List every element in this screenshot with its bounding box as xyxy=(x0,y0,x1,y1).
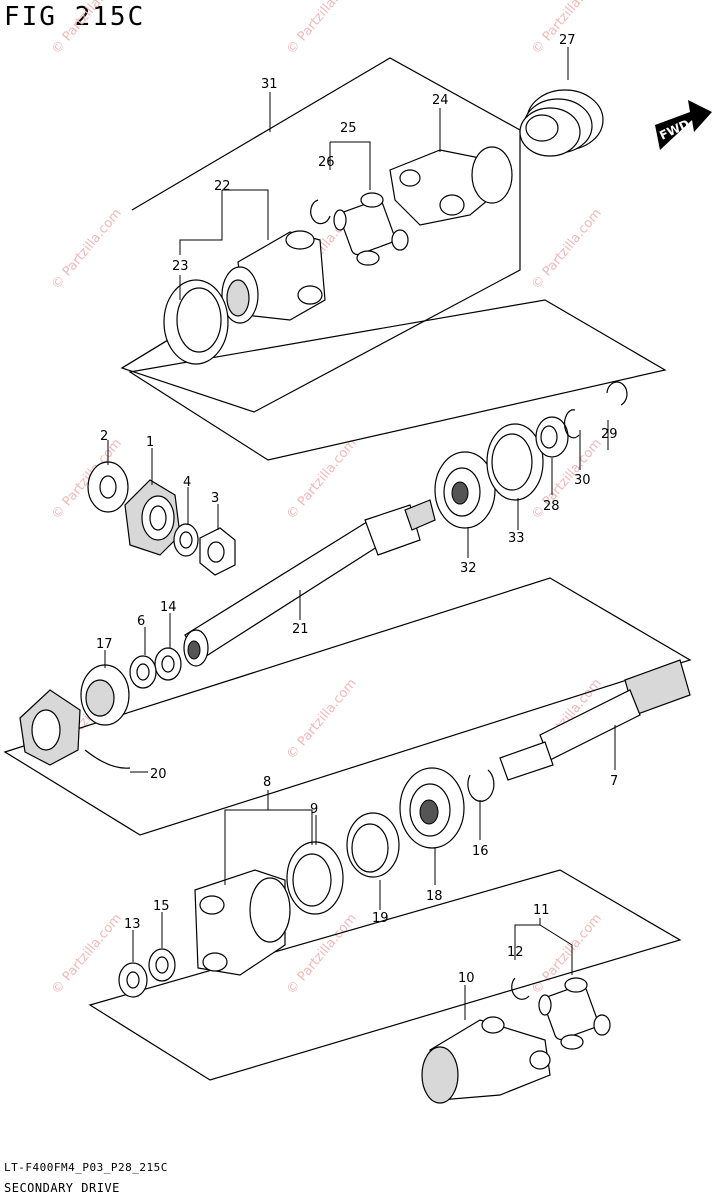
callout-17: 17 xyxy=(96,637,113,652)
callout-33: 33 xyxy=(508,531,525,546)
part-23-yoke xyxy=(221,230,326,324)
watermark-text: © Partzilla.com xyxy=(284,911,360,997)
callout-19: 19 xyxy=(372,911,389,926)
panel-outlines xyxy=(3,57,692,1081)
part-16-circlip xyxy=(467,769,495,802)
watermark-text: © Partzilla.com xyxy=(49,911,125,997)
part-25-yoke xyxy=(389,146,513,226)
footer-diagram-code: LT-F400FM4_P03_P28_215C xyxy=(4,1161,168,1174)
callout-15: 15 xyxy=(153,899,170,914)
callout-9: 9 xyxy=(310,802,318,817)
leader-lines xyxy=(104,47,616,1020)
callout-10: 10 xyxy=(458,971,475,986)
callout-29: 28 xyxy=(543,499,560,514)
part-31-circlip xyxy=(563,409,580,439)
callout-13: 13 xyxy=(124,917,141,932)
callout-18: 18 xyxy=(426,889,443,904)
figure-title: FIG 215C xyxy=(4,2,146,32)
callout-22: 31 xyxy=(261,77,278,92)
part-12-clip xyxy=(511,977,530,1000)
callout-7: 7 xyxy=(610,774,618,789)
part-28-boot xyxy=(519,89,604,157)
shaft-panel-outline xyxy=(128,299,667,461)
lower-joint-panel xyxy=(88,869,682,1081)
callout-16: 16 xyxy=(472,844,489,859)
part-1-bevel-gear xyxy=(124,479,181,556)
callout-27: 26 xyxy=(318,155,335,170)
part-4-washer xyxy=(173,523,199,557)
part-30-circlip xyxy=(606,381,628,406)
watermark-text: © Partzilla.com xyxy=(49,0,125,57)
part-21-drive-shaft xyxy=(183,499,436,667)
callout-11: 11 xyxy=(533,903,550,918)
part-13-nut xyxy=(118,962,148,998)
footer-section-name: SECONDARY DRIVE xyxy=(4,1181,120,1195)
part-24-seal xyxy=(163,279,229,365)
part-8-yoke xyxy=(194,869,291,976)
callout-25: 24 xyxy=(432,93,449,108)
watermark-text: © Partzilla.com xyxy=(529,0,605,57)
callout-4: 4 xyxy=(183,475,191,490)
watermark-text: © Partzilla.com xyxy=(49,206,125,292)
callout-23: 22 xyxy=(214,179,231,194)
part-20-clip xyxy=(84,749,131,769)
part-27-clip xyxy=(310,199,331,225)
callout-14: 14 xyxy=(160,600,177,615)
part-32-bearing xyxy=(434,451,496,529)
callout-3: 3 xyxy=(211,491,219,506)
callout-26: 25 xyxy=(340,121,357,136)
part-26-spider xyxy=(333,192,409,266)
part-6-shim xyxy=(129,655,157,689)
callout-2: 2 xyxy=(100,429,108,444)
callout-30: 29 xyxy=(601,427,618,442)
fwd-arrow-icon: FWD xyxy=(655,100,712,150)
callout-31: 30 xyxy=(574,473,591,488)
callout-28: 27 xyxy=(559,33,576,48)
watermark-text: © Partzilla.com xyxy=(284,0,360,57)
part-18-bearing xyxy=(399,767,465,849)
part-9-seal xyxy=(286,841,344,915)
part-10-yoke xyxy=(421,1016,551,1104)
callout-6: 6 xyxy=(137,614,145,629)
part-3-nut xyxy=(199,527,236,576)
callout-32: 32 xyxy=(460,561,477,576)
callout-21: 21 xyxy=(292,622,309,637)
callout-labels: 31 27 24 25 26 22 23 2 1 4 3 29 30 28 33… xyxy=(96,33,618,986)
watermark-text: © Partzilla.com xyxy=(529,206,605,292)
secondary-shaft-panel xyxy=(3,577,692,836)
part-29-spacer xyxy=(535,416,569,458)
part-15-washer xyxy=(148,948,176,982)
ring-gear xyxy=(19,689,81,766)
callout-1: 1 xyxy=(146,435,154,450)
part-11-spider xyxy=(538,977,611,1050)
callout-24: 23 xyxy=(172,259,189,274)
watermark-text: © Partzilla.com xyxy=(284,676,360,762)
part-33-seal xyxy=(486,423,544,501)
callout-12: 12 xyxy=(507,945,524,960)
watermark-text: © Partzilla.com xyxy=(284,436,360,522)
part-2-washer xyxy=(87,461,129,513)
part-19-collar xyxy=(346,812,400,878)
callout-8: 8 xyxy=(263,775,271,790)
part-17-bearing xyxy=(80,664,130,726)
callout-20: 20 xyxy=(150,767,167,782)
part-7-secondary-shaft xyxy=(499,659,691,781)
part-14-washer xyxy=(154,647,182,681)
